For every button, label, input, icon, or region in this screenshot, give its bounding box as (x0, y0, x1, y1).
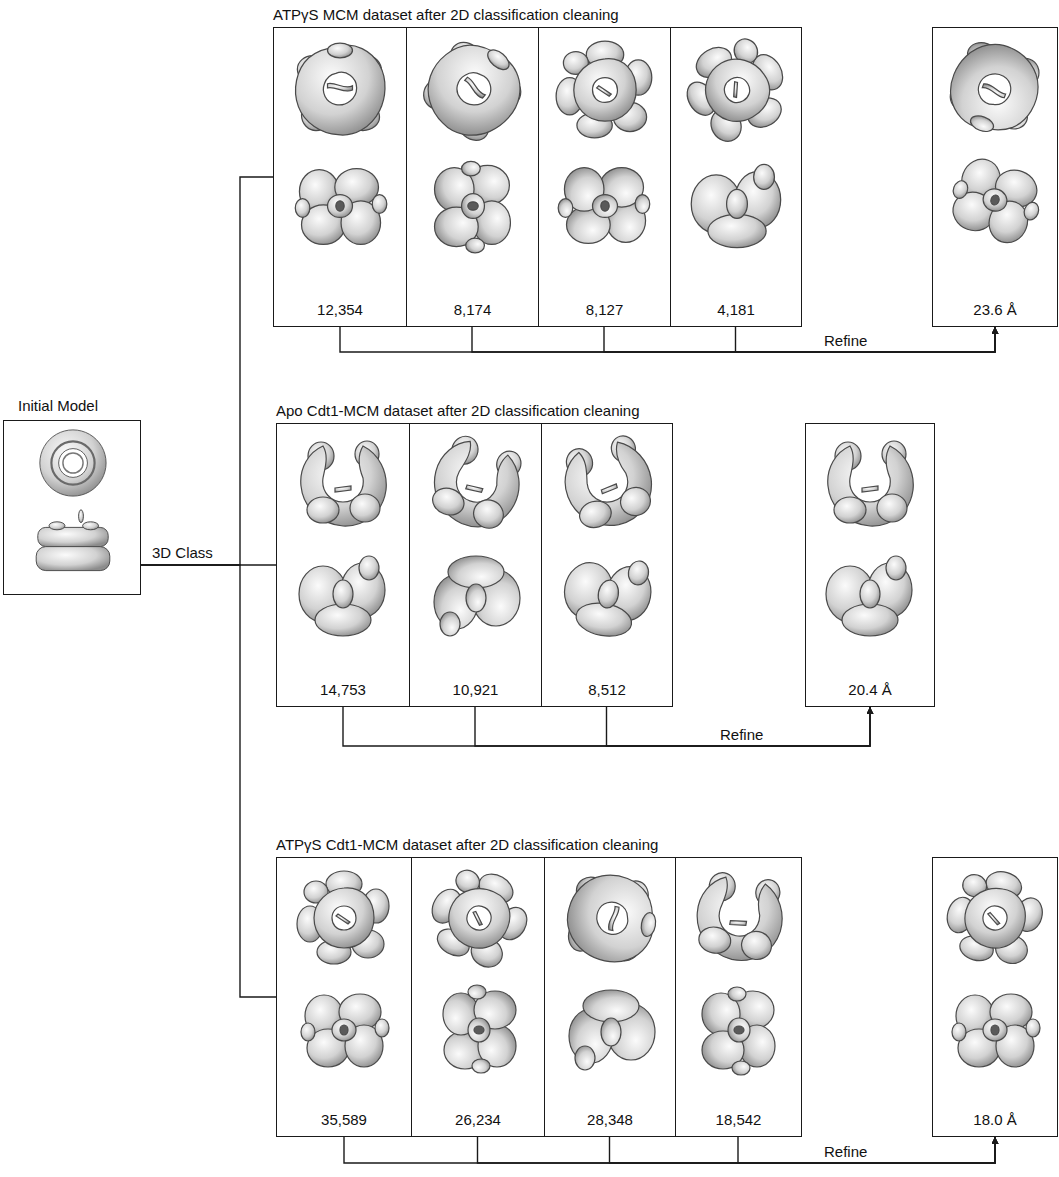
refine-connector (475, 706, 870, 746)
density-view (40, 430, 106, 496)
density-view (952, 994, 1040, 1067)
panel-heading: Apo Cdt1-MCM dataset after 2D classifica… (276, 402, 640, 420)
class-bracket (141, 177, 273, 565)
class-box: 8,174 (406, 28, 538, 326)
density-view (942, 151, 1050, 250)
dataset-panel: ATPγS MCM dataset after 2D classificatio… (273, 27, 802, 327)
density-map (274, 28, 406, 326)
density-map (545, 858, 675, 1136)
particle-count: 28,348 (545, 1111, 675, 1129)
class-box: 26,234 (411, 858, 544, 1136)
class-box: 14,753 (277, 424, 409, 706)
class-box: 12,354 (274, 28, 406, 326)
particle-count: 18,542 (676, 1111, 801, 1129)
particle-count: 8,127 (539, 301, 670, 319)
density-view (826, 556, 912, 636)
density-map (933, 28, 1057, 326)
class-box: 35,589 (277, 858, 411, 1136)
refine-connector (478, 1136, 996, 1163)
dataset-panel: Apo Cdt1-MCM dataset after 2D classifica… (276, 423, 673, 707)
density-view (415, 854, 541, 981)
particle-count: 18.0 Å (933, 1111, 1057, 1129)
particle-count: 8,174 (407, 301, 538, 319)
density-view (558, 549, 657, 643)
density-map (412, 858, 544, 1136)
density-view (939, 33, 1050, 145)
density-map (676, 858, 801, 1136)
particle-count: 23.6 Å (933, 301, 1057, 319)
step-label: Refine (822, 1143, 869, 1161)
class-box: 10,921 (409, 424, 541, 706)
density-view (556, 431, 661, 535)
density-map (277, 424, 409, 706)
density-view (297, 871, 389, 964)
density-view (296, 43, 385, 135)
dataset-panel: Initial Model (3, 420, 141, 595)
density-view (569, 990, 655, 1070)
class-box: 18,542 (675, 858, 801, 1136)
density-view (422, 429, 531, 538)
density-map (806, 424, 934, 706)
density-view (558, 168, 650, 244)
density-view (36, 510, 110, 571)
class-box: 4,181 (670, 28, 801, 326)
density-view (561, 868, 663, 968)
density-view (295, 169, 387, 245)
panel-heading: Initial Model (18, 397, 98, 415)
refine-connector (610, 1136, 996, 1163)
density-map (671, 28, 801, 326)
density-map (407, 28, 538, 326)
density-view (691, 164, 780, 247)
particle-count: 35,589 (277, 1111, 411, 1129)
density-view (301, 441, 387, 526)
refine-connector (472, 326, 995, 352)
particle-count: 12,354 (274, 301, 406, 319)
particle-count: 10,921 (410, 681, 541, 699)
density-view (435, 161, 511, 253)
refine-connector (736, 326, 996, 352)
refine-connector (604, 326, 995, 352)
density-view (690, 868, 789, 967)
density-view (828, 441, 914, 526)
density-view (702, 987, 775, 1075)
refine-connector (344, 1136, 995, 1163)
step-label: 3D Class (150, 544, 215, 562)
density-view (410, 26, 538, 154)
particle-count: 20.4 Å (806, 681, 934, 699)
density-map (277, 858, 411, 1136)
density-map (410, 424, 541, 706)
density-view (434, 556, 520, 636)
density-view (443, 985, 516, 1073)
density-map (539, 28, 670, 326)
class-box: 8,127 (538, 28, 670, 326)
class-box: 8,512 (541, 424, 672, 706)
class-box: 18.0 Å (932, 857, 1058, 1137)
density-view (671, 23, 803, 154)
panel-heading: ATPγS Cdt1-MCM dataset after 2D classifi… (276, 836, 658, 854)
particle-count: 14,753 (277, 681, 409, 699)
density-map (542, 424, 672, 706)
dataset-panel: ATPγS Cdt1-MCM dataset after 2D classifi… (276, 857, 802, 1137)
refine-connector (343, 706, 870, 746)
density-view (556, 41, 652, 138)
step-label: Refine (718, 726, 765, 744)
density-view (938, 860, 1051, 974)
density-map (933, 858, 1057, 1136)
class-box: 28,348 (544, 858, 675, 1136)
class-box: 20.4 Å (805, 423, 935, 707)
particle-count: 4,181 (671, 301, 801, 319)
particle-count: 26,234 (412, 1111, 544, 1129)
density-map (4, 421, 140, 594)
particle-count: 8,512 (542, 681, 672, 699)
refine-connector (607, 706, 871, 746)
step-label: Refine (822, 332, 869, 350)
refine-connector (738, 1136, 995, 1163)
class-bracket (141, 565, 276, 997)
refine-connector (340, 326, 995, 352)
density-view (301, 994, 389, 1067)
panel-heading: ATPγS MCM dataset after 2D classificatio… (273, 6, 619, 24)
class-box: 23.6 Å (932, 27, 1058, 327)
density-view (299, 556, 385, 636)
